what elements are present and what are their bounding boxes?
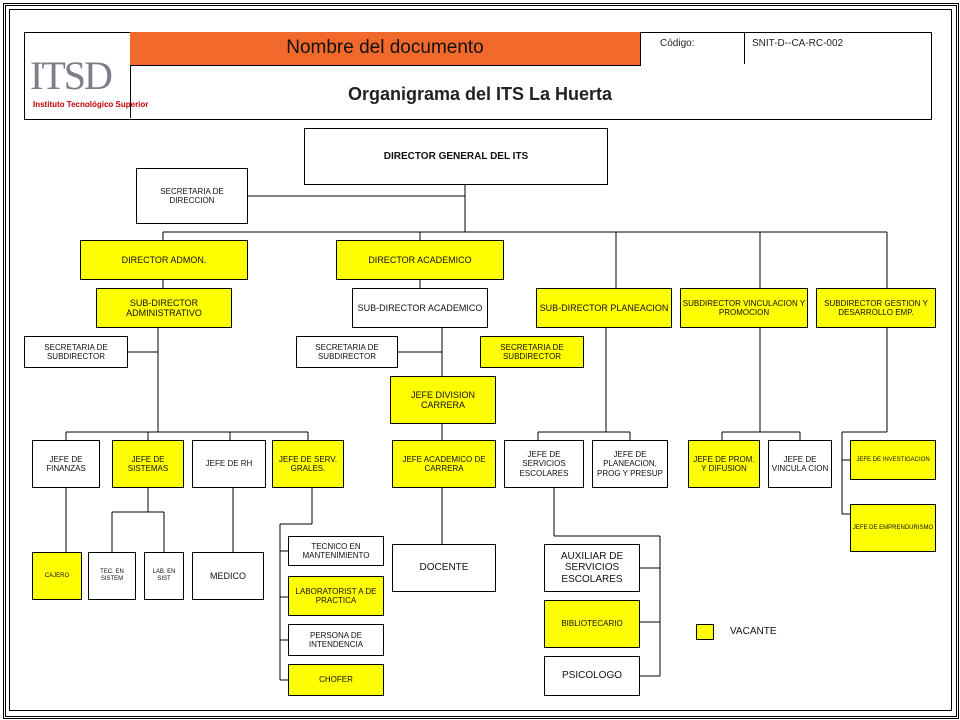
node-tec-sistemas: TEC. EN SISTEM — [88, 552, 136, 600]
node-subdir-gestion: SUBDIRECTOR GESTION Y DESARROLLO EMP. — [816, 288, 936, 328]
node-medico: MEDICO — [192, 552, 264, 600]
node-psicologo: PSICOLOGO — [544, 656, 640, 696]
node-auxiliar-servicios-escolares: AUXILIAR DE SERVICIOS ESCOLARES — [544, 544, 640, 592]
node-director-admon: DIRECTOR ADMON. — [80, 240, 248, 280]
node-director-academico: DIRECTOR ACADEMICO — [336, 240, 504, 280]
legend-vacant-label: VACANTE — [730, 626, 777, 637]
node-lab-sistemas: LAB. EN SIST — [144, 552, 184, 600]
document-name: Nombre del documento — [130, 32, 641, 66]
node-bibliotecario: BIBLIOTECARIO — [544, 600, 640, 648]
node-subdir-vinculacion: SUBDIRECTOR VINCULACION Y PROMOCION — [680, 288, 808, 328]
node-director-general: DIRECTOR GENERAL DEL ITS — [304, 128, 608, 185]
node-jefe-division-carrera: JEFE DIVISION CARRERA — [390, 376, 496, 424]
node-jefe-finanzas: JEFE DE FINANZAS — [32, 440, 100, 488]
node-jefe-vinculacion: JEFE DE VINCULA CION — [768, 440, 832, 488]
chart-title: Organigrama del ITS La Huerta — [347, 84, 613, 104]
node-docente: DOCENTE — [392, 544, 496, 592]
node-jefe-planeacion: JEFE DE PLANEACION, PROG Y PRESUP — [592, 440, 668, 488]
node-jefe-sistemas: JEFE DE SISTEMAS — [112, 440, 184, 488]
node-tecnico-mantenimiento: TECNICO EN MANTENIMIENTO — [288, 536, 384, 566]
node-jefe-emprendurismo: JEFE DE EMPRENDURISMO — [850, 504, 936, 552]
node-persona-intendencia: PERSONA DE INTENDENCIA — [288, 624, 384, 656]
node-subdir-administrativo: SUB-DIRECTOR ADMINISTRATIVO — [96, 288, 232, 328]
code-label: Código: — [660, 38, 695, 49]
node-jefe-prom-difusion: JEFE DE PROM. Y DIFUSION — [688, 440, 760, 488]
page-frame-inner — [9, 9, 952, 711]
node-secretaria-direccion: SECRETARIA DE DIRECCION — [136, 168, 248, 224]
node-jefe-investigacion: JEFE DE INVESTIGACION — [850, 440, 936, 480]
page-frame-outer — [3, 3, 959, 719]
node-jefe-servicios-escolares: JEFE DE SERVICIOS ESCOLARES — [504, 440, 584, 488]
node-jefe-rh: JEFE DE RH — [192, 440, 266, 488]
node-subdir-planeacion: SUB-DIRECTOR PLANEACION — [536, 288, 672, 328]
node-jefe-academico-carrera: JEFE ACADEMICO DE CARRERA — [392, 440, 496, 488]
node-jefe-serv-grales: JEFE DE SERV. GRALES. — [272, 440, 344, 488]
node-secretaria-subdirector-admin: SECRETARIA DE SUBDIRECTOR — [24, 336, 128, 368]
institute-logo-subtitle: Instituto Tecnológico Superior — [33, 100, 149, 109]
legend-vacant-swatch — [696, 624, 714, 640]
node-secretaria-subdirector-academico: SECRETARIA DE SUBDIRECTOR — [296, 336, 398, 368]
code-value: SNIT-D--CA-RC-002 — [752, 38, 844, 49]
node-cajero: CAJERO — [32, 552, 82, 600]
node-laboratorista: LABORATORIST A DE PRACTICA — [288, 576, 384, 616]
node-secretaria-subdirector-planeacion: SECRETARIA DE SUBDIRECTOR — [480, 336, 584, 368]
logo-cell — [24, 32, 131, 118]
node-subdir-academico: SUB-DIRECTOR ACADEMICO — [352, 288, 488, 328]
code-divider — [744, 32, 745, 64]
institute-logo: ITSD — [30, 53, 113, 98]
node-chofer: CHOFER — [288, 664, 384, 696]
